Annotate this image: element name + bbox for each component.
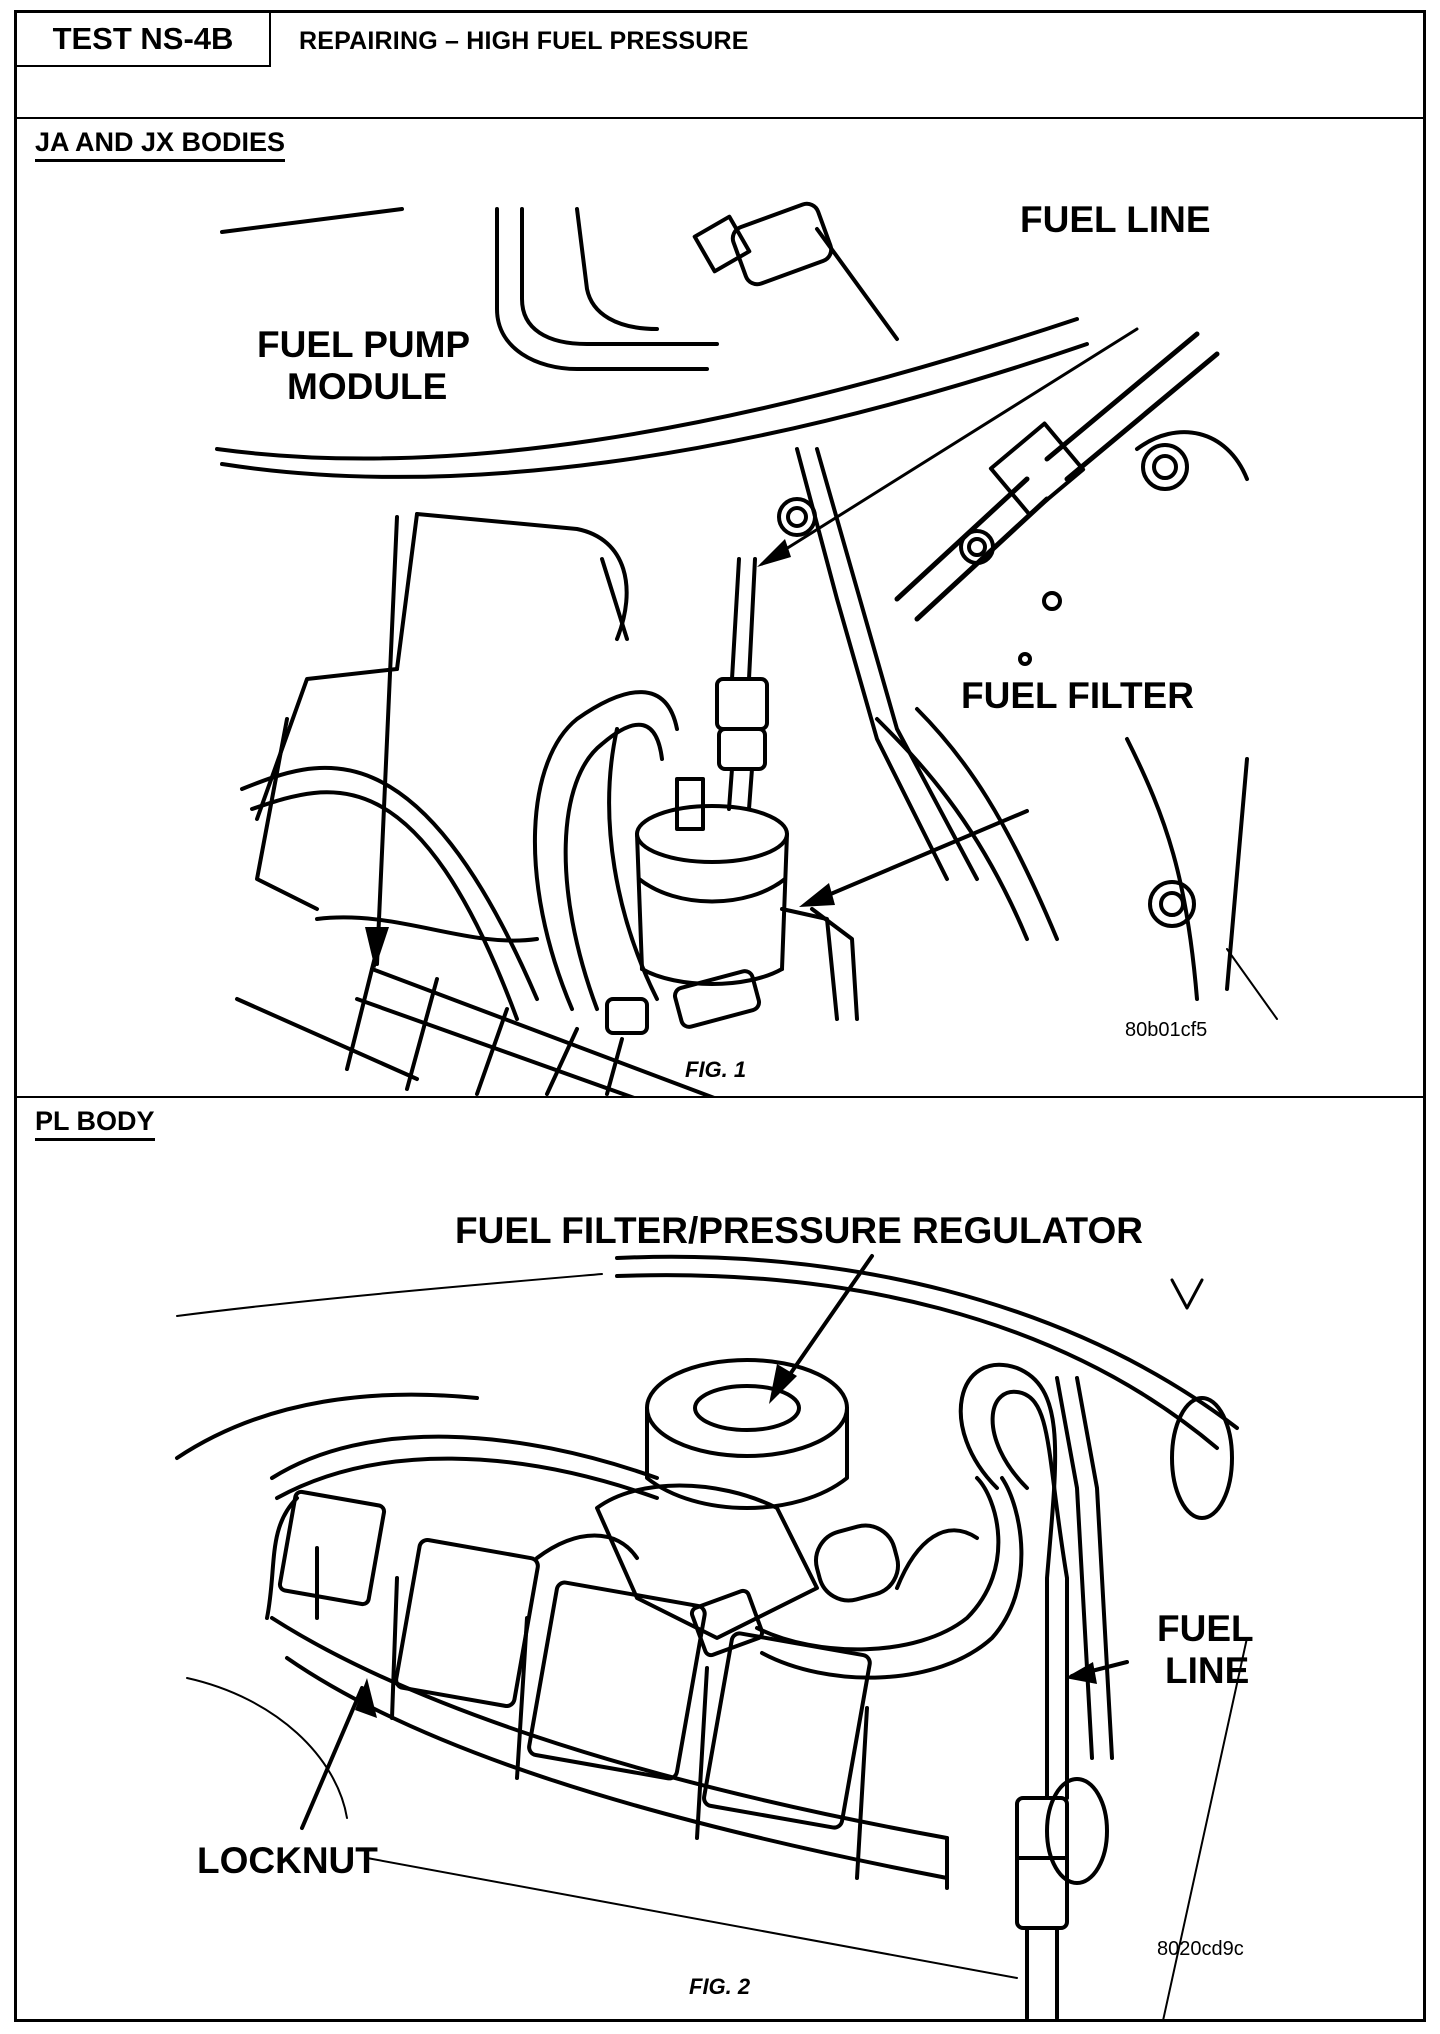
figure-2-arrowheads	[355, 1364, 1097, 1718]
test-header: TEST NS-4B REPAIRING – HIGH FUEL PRESSUR…	[17, 13, 1423, 119]
document-page: TEST NS-4B REPAIRING – HIGH FUEL PRESSUR…	[14, 10, 1426, 2022]
figure-label: FIG. 2	[689, 1974, 751, 1999]
fuel-filter-callout: FUEL FILTER	[961, 675, 1194, 716]
figure-1-illustration	[215, 201, 1278, 1098]
fuel-line-callout-line1: FUEL	[1157, 1608, 1254, 1649]
section-label: JA AND JX BODIES	[35, 127, 286, 162]
section-ja-jx-bodies: JA AND JX BODIES	[17, 119, 1423, 1098]
test-title: REPAIRING – HIGH FUEL PRESSURE	[299, 27, 749, 55]
fuel-line-callout: FUEL LINE	[1020, 199, 1211, 240]
image-code: 8020cd9c	[1157, 1938, 1244, 1960]
test-id-box: TEST NS-4B	[17, 13, 271, 67]
locknut-callout: LOCKNUT	[197, 1840, 378, 1881]
section-label: PL BODY	[35, 1106, 155, 1141]
fuel-line-callout-line2: LINE	[1165, 1650, 1250, 1691]
figure-label: FIG. 1	[685, 1057, 747, 1082]
figure-1-arrowheads	[365, 539, 835, 969]
fuel-pump-callout-line2: MODULE	[287, 366, 448, 407]
section-pl-body: PL BODY	[17, 1098, 1423, 2019]
image-code: 80b01cf5	[1125, 1019, 1208, 1041]
regulator-callout: FUEL FILTER/PRESSURE REGULATOR	[455, 1210, 1143, 1251]
fuel-pump-callout-line1: FUEL PUMP	[257, 324, 471, 365]
figure-2-illustration	[175, 1254, 1248, 2019]
